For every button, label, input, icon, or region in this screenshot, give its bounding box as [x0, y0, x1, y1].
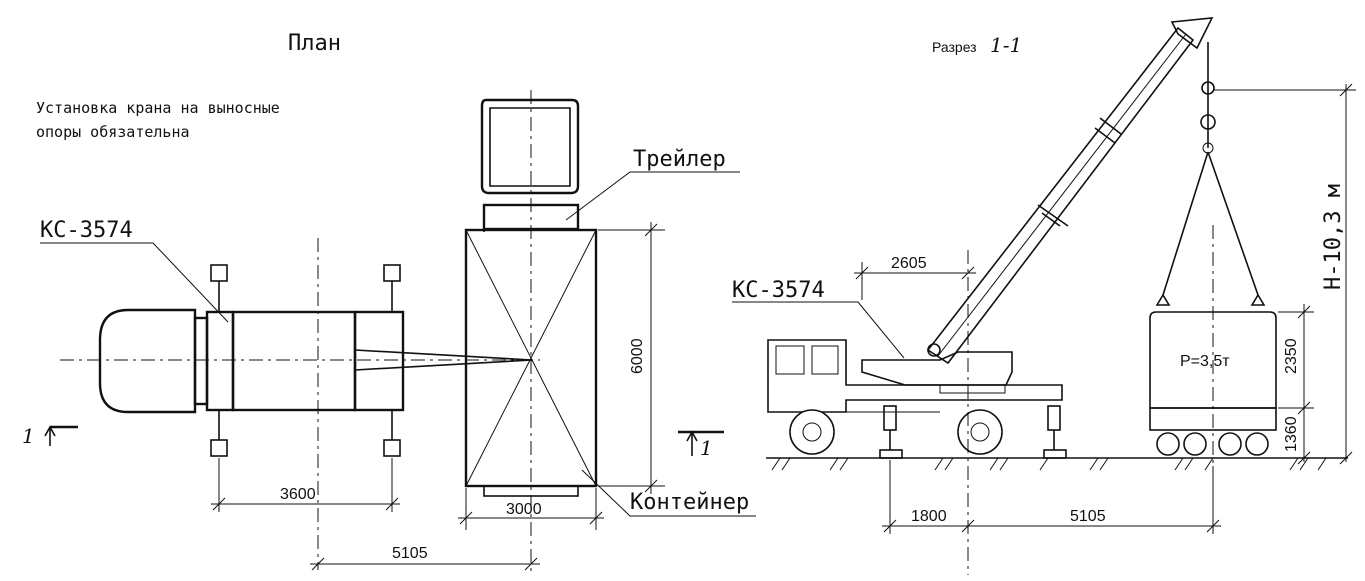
- plan-note-line-2: опоры обязательна: [36, 123, 190, 141]
- dim-plan-reach: 5105: [310, 545, 540, 571]
- crane-boom: [926, 17, 1214, 365]
- crane-truck: [767, 250, 1067, 575]
- svg-text:1: 1: [22, 424, 35, 448]
- svg-text:1: 1: [700, 436, 713, 460]
- dim-2350-label: 2350: [1283, 338, 1300, 374]
- dim-hook-height-label: H-10,3 м: [1321, 184, 1346, 290]
- dim-6000-label: 6000: [629, 338, 646, 374]
- hook-block-icon: [1201, 81, 1215, 95]
- plan-note-line-1: Установка крана на выносные: [36, 99, 280, 117]
- dim-3600-label: 3600: [280, 486, 316, 503]
- dim-container-length: 6000: [598, 222, 665, 494]
- ground-line: [766, 457, 1348, 471]
- dim-boom-offset: 2605: [854, 255, 976, 300]
- section-title-mark: 1-1: [990, 33, 1022, 57]
- dim-section-vertical: 2350 1360 H-10,3 м: [1214, 83, 1356, 465]
- dim-5105-plan-label: 5105: [392, 545, 428, 562]
- hook-icon: [1200, 114, 1216, 130]
- plan-container-label: Контейнер: [630, 490, 749, 515]
- dim-2605-label: 2605: [891, 255, 927, 272]
- plan-trailer-label: Трейлер: [633, 147, 726, 172]
- outrigger-pad-icon: [210, 439, 228, 457]
- outrigger-pad-icon: [383, 439, 401, 457]
- plan-trailer: [464, 90, 598, 575]
- dim-1360-label: 1360: [1283, 416, 1300, 452]
- section-view: Разрез 1-1: [732, 17, 1356, 575]
- dim-container-width: 3000: [458, 488, 604, 530]
- dim-5105-section-label: 5105: [1070, 508, 1106, 525]
- section-mark-left: 1: [22, 424, 78, 448]
- section-title: Разрез: [932, 39, 977, 55]
- outrigger-pad-icon: [210, 264, 228, 282]
- dim-1800-label: 1800: [911, 508, 947, 525]
- hook-and-load: P=3,5т: [1149, 42, 1277, 466]
- plan-view: План Установка крана на выносные опоры о…: [22, 31, 756, 575]
- section-crane-label: КС-3574: [732, 278, 825, 303]
- front-wheel-icon: [789, 409, 835, 455]
- plan-crane: [60, 238, 540, 570]
- section-mark-right: 1: [678, 430, 724, 460]
- outrigger-pad-icon: [383, 264, 401, 282]
- dim-outriggers: 3600: [211, 458, 400, 512]
- dim-3000-label: 3000: [506, 501, 542, 518]
- load-label: P=3,5т: [1180, 353, 1230, 370]
- dim-section-bottom: 1800 5105: [882, 460, 1221, 534]
- plan-title: План: [288, 31, 341, 56]
- plan-crane-label: КС-3574: [40, 218, 133, 243]
- rear-wheel-icon: [957, 409, 1003, 455]
